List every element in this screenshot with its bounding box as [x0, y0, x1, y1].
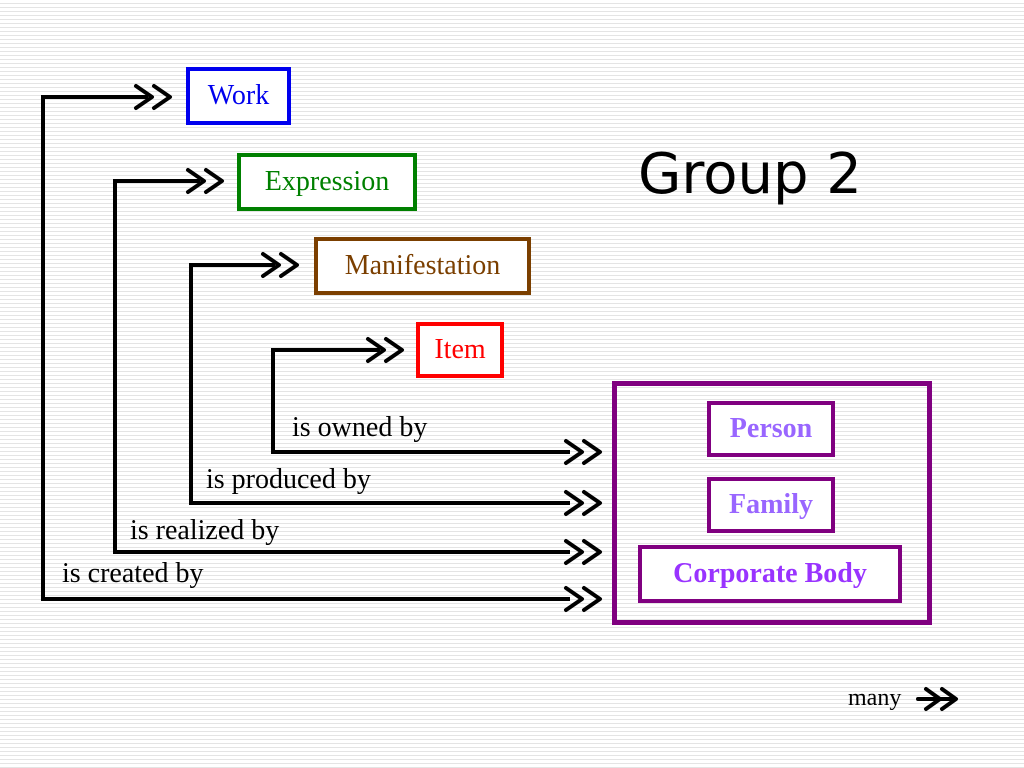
family-label: Family: [729, 489, 813, 520]
manifestation-label: Manifestation: [344, 250, 501, 281]
owned-arrow-icon: [564, 439, 584, 465]
owned-by-label: is owned by: [292, 412, 428, 443]
work-label: Work: [207, 80, 270, 111]
produced-arrow-icon: [582, 490, 602, 516]
expression-box: Expression: [237, 153, 417, 211]
expression-connector: [113, 179, 570, 554]
item-box: Item: [416, 322, 504, 378]
realized-arrow-icon: [564, 539, 584, 565]
manifestation-box: Manifestation: [314, 237, 531, 295]
expression-arrow-icon: [204, 168, 224, 194]
created-arrow-icon: [564, 586, 584, 612]
work-arrow-icon: [152, 84, 172, 110]
person-box: Person: [707, 401, 835, 457]
owned-arrow-icon: [582, 439, 602, 465]
item-label: Item: [434, 334, 486, 365]
created-arrow-icon: [582, 586, 602, 612]
manifestation-arrow-icon: [261, 252, 281, 278]
realized-by-label: is realized by: [130, 515, 280, 546]
produced-by-label: is produced by: [206, 464, 371, 495]
work-box: Work: [186, 67, 291, 125]
family-box: Family: [707, 477, 835, 533]
item-connector: [271, 348, 570, 454]
realized-arrow-icon: [582, 539, 602, 565]
legend-many-label: many: [848, 685, 902, 711]
expression-label: Expression: [264, 166, 390, 197]
produced-arrow-icon: [564, 490, 584, 516]
page-title: Group 2: [638, 142, 862, 207]
work-arrow-icon: [134, 84, 154, 110]
item-arrow-icon: [384, 337, 404, 363]
group2-container: [612, 381, 932, 625]
item-arrow-icon: [366, 337, 386, 363]
created-by-label: is created by: [62, 558, 204, 589]
work-connector: [41, 95, 570, 601]
person-label: Person: [729, 413, 813, 444]
corporate-body-box: Corporate Body: [638, 545, 902, 603]
expression-arrow-icon: [186, 168, 206, 194]
corporate-body-label: Corporate Body: [673, 558, 867, 589]
manifestation-connector: [189, 263, 570, 505]
manifestation-arrow-icon: [279, 252, 299, 278]
